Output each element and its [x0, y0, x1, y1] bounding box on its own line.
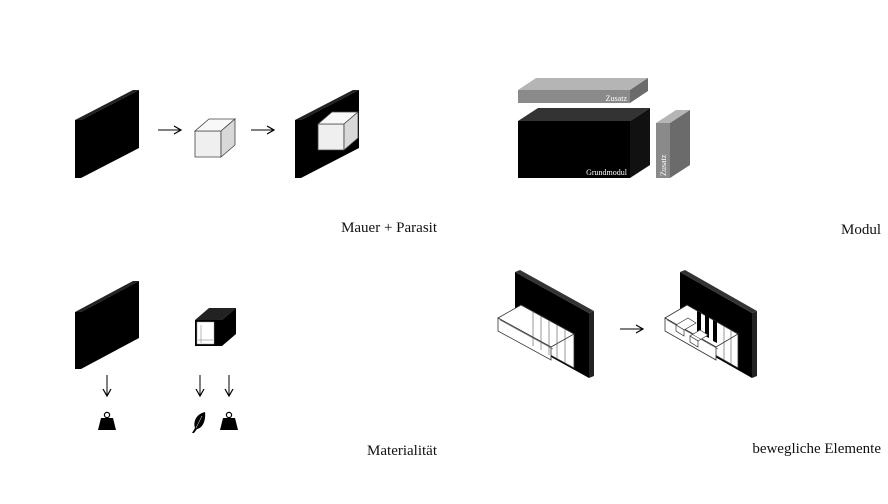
parasite-cube: [193, 118, 237, 158]
zusatz-top-block: [518, 78, 648, 103]
weight-icon: [220, 411, 238, 430]
feather-icon: [192, 412, 206, 433]
wall-module-open: [664, 270, 757, 378]
wall-with-parasite: [295, 90, 360, 178]
zusatz-side-label: Zusatz: [659, 154, 668, 176]
bewegliche-elemente-section: [497, 270, 757, 378]
zusatz-side-block: [656, 110, 690, 178]
mauer-parasit-section: [75, 90, 360, 178]
modul-section: Zusatz Grundmodul Zusatz: [518, 78, 690, 178]
caption-materialitaet: Materialität: [367, 443, 437, 459]
caption-bewegliche-elemente: bewegliche Elemente: [752, 441, 881, 457]
materialitaet-section: [75, 281, 238, 433]
open-cube: [195, 308, 236, 346]
wall-module-closed: [497, 270, 594, 378]
weight-icon: [98, 411, 116, 430]
wall-1: [75, 90, 139, 178]
caption-modul: Modul: [840, 222, 881, 238]
grundmodul-label: Grundmodul: [586, 168, 628, 177]
wall-3: [75, 281, 139, 369]
caption-mauer-parasit: Mauer + Parasit: [341, 220, 437, 236]
zusatz-top-label: Zusatz: [606, 94, 628, 103]
grundmodul-block: [518, 108, 650, 178]
